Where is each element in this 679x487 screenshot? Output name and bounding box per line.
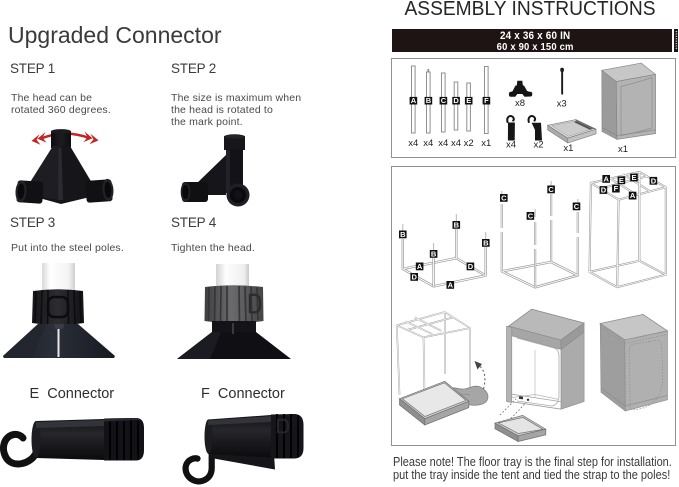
svg-text:x1: x1 bbox=[481, 138, 491, 149]
svg-text:x1: x1 bbox=[563, 143, 573, 154]
svg-text:x4: x4 bbox=[423, 138, 433, 149]
svg-text:D: D bbox=[411, 273, 417, 282]
svg-text:B: B bbox=[431, 250, 437, 259]
svg-text:C: C bbox=[548, 185, 554, 194]
svg-text:A: A bbox=[448, 281, 454, 290]
svg-text:D: D bbox=[453, 96, 459, 105]
svg-text:E: E bbox=[631, 173, 636, 182]
svg-text:B: B bbox=[454, 221, 460, 230]
svg-text:B: B bbox=[483, 239, 489, 248]
svg-text:F: F bbox=[484, 96, 489, 105]
svg-text:B: B bbox=[426, 96, 432, 105]
svg-text:D: D bbox=[651, 176, 657, 185]
svg-text:x8: x8 bbox=[515, 98, 525, 109]
svg-text:x4: x4 bbox=[438, 138, 448, 149]
svg-text:A: A bbox=[417, 262, 423, 271]
svg-text:x2: x2 bbox=[464, 138, 474, 149]
svg-text:D: D bbox=[468, 262, 474, 271]
svg-text:C: C bbox=[574, 202, 580, 211]
svg-text:E: E bbox=[466, 96, 471, 105]
svg-text:C: C bbox=[441, 96, 447, 105]
svg-text:x3: x3 bbox=[557, 99, 567, 110]
svg-text:x2: x2 bbox=[533, 140, 543, 151]
svg-text:A: A bbox=[603, 175, 609, 184]
svg-text:C: C bbox=[501, 194, 507, 203]
svg-text:x4: x4 bbox=[408, 138, 418, 149]
svg-text:A: A bbox=[411, 96, 417, 105]
svg-text:A: A bbox=[630, 191, 636, 200]
svg-text:F: F bbox=[614, 184, 619, 193]
svg-text:x4: x4 bbox=[506, 140, 516, 151]
svg-text:B: B bbox=[400, 230, 406, 239]
svg-text:x1: x1 bbox=[618, 144, 628, 155]
svg-text:D: D bbox=[601, 186, 607, 195]
svg-text:E: E bbox=[619, 176, 624, 185]
svg-text:C: C bbox=[528, 212, 534, 221]
svg-text:x4: x4 bbox=[451, 138, 461, 149]
